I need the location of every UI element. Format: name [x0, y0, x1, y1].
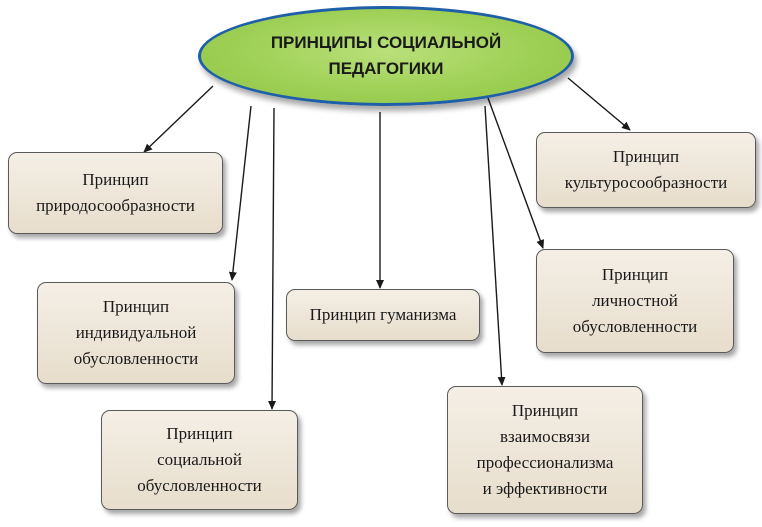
node-label: Принцип социальной обусловленности: [137, 424, 262, 495]
node-prirodo: Принцип природосообразности: [8, 152, 223, 234]
arrow-to-kulturo: [567, 77, 631, 131]
arrow-to-individ: [228, 105, 252, 281]
root-node: ПРИНЦИПЫ СОЦИАЛЬНОЙ ПЕДАГОГИКИ: [198, 6, 574, 106]
node-label: Принцип личностной обусловленности: [572, 265, 698, 336]
node-label: Принцип гуманизма: [309, 305, 457, 324]
node-label: Принцип культуросообразности: [564, 147, 728, 192]
node-label: Принцип индивидуальной обусловленности: [73, 297, 199, 368]
node-lichnost: Принцип личностной обусловленности: [536, 249, 734, 353]
node-gumanizm: Принцип гуманизма: [286, 289, 480, 341]
arrow-to-lichnost: [487, 97, 545, 249]
node-kulturo: Принцип культуросообразности: [536, 132, 756, 208]
node-individ: Принцип индивидуальной обусловленности: [37, 282, 235, 384]
arrow-to-prirodo: [143, 85, 214, 153]
node-vzaimo: Принцип взаимосвязи профессионализма и э…: [447, 386, 643, 514]
arrow-to-vzaimo: [484, 105, 506, 386]
node-label: Принцип природосообразности: [36, 170, 195, 215]
node-social: Принцип социальной обусловленности: [101, 410, 298, 510]
arrow-to-social: [268, 107, 277, 410]
node-label: Принцип взаимосвязи профессионализма и э…: [476, 401, 614, 498]
root-title: ПРИНЦИПЫ СОЦИАЛЬНОЙ ПЕДАГОГИКИ: [270, 33, 502, 78]
